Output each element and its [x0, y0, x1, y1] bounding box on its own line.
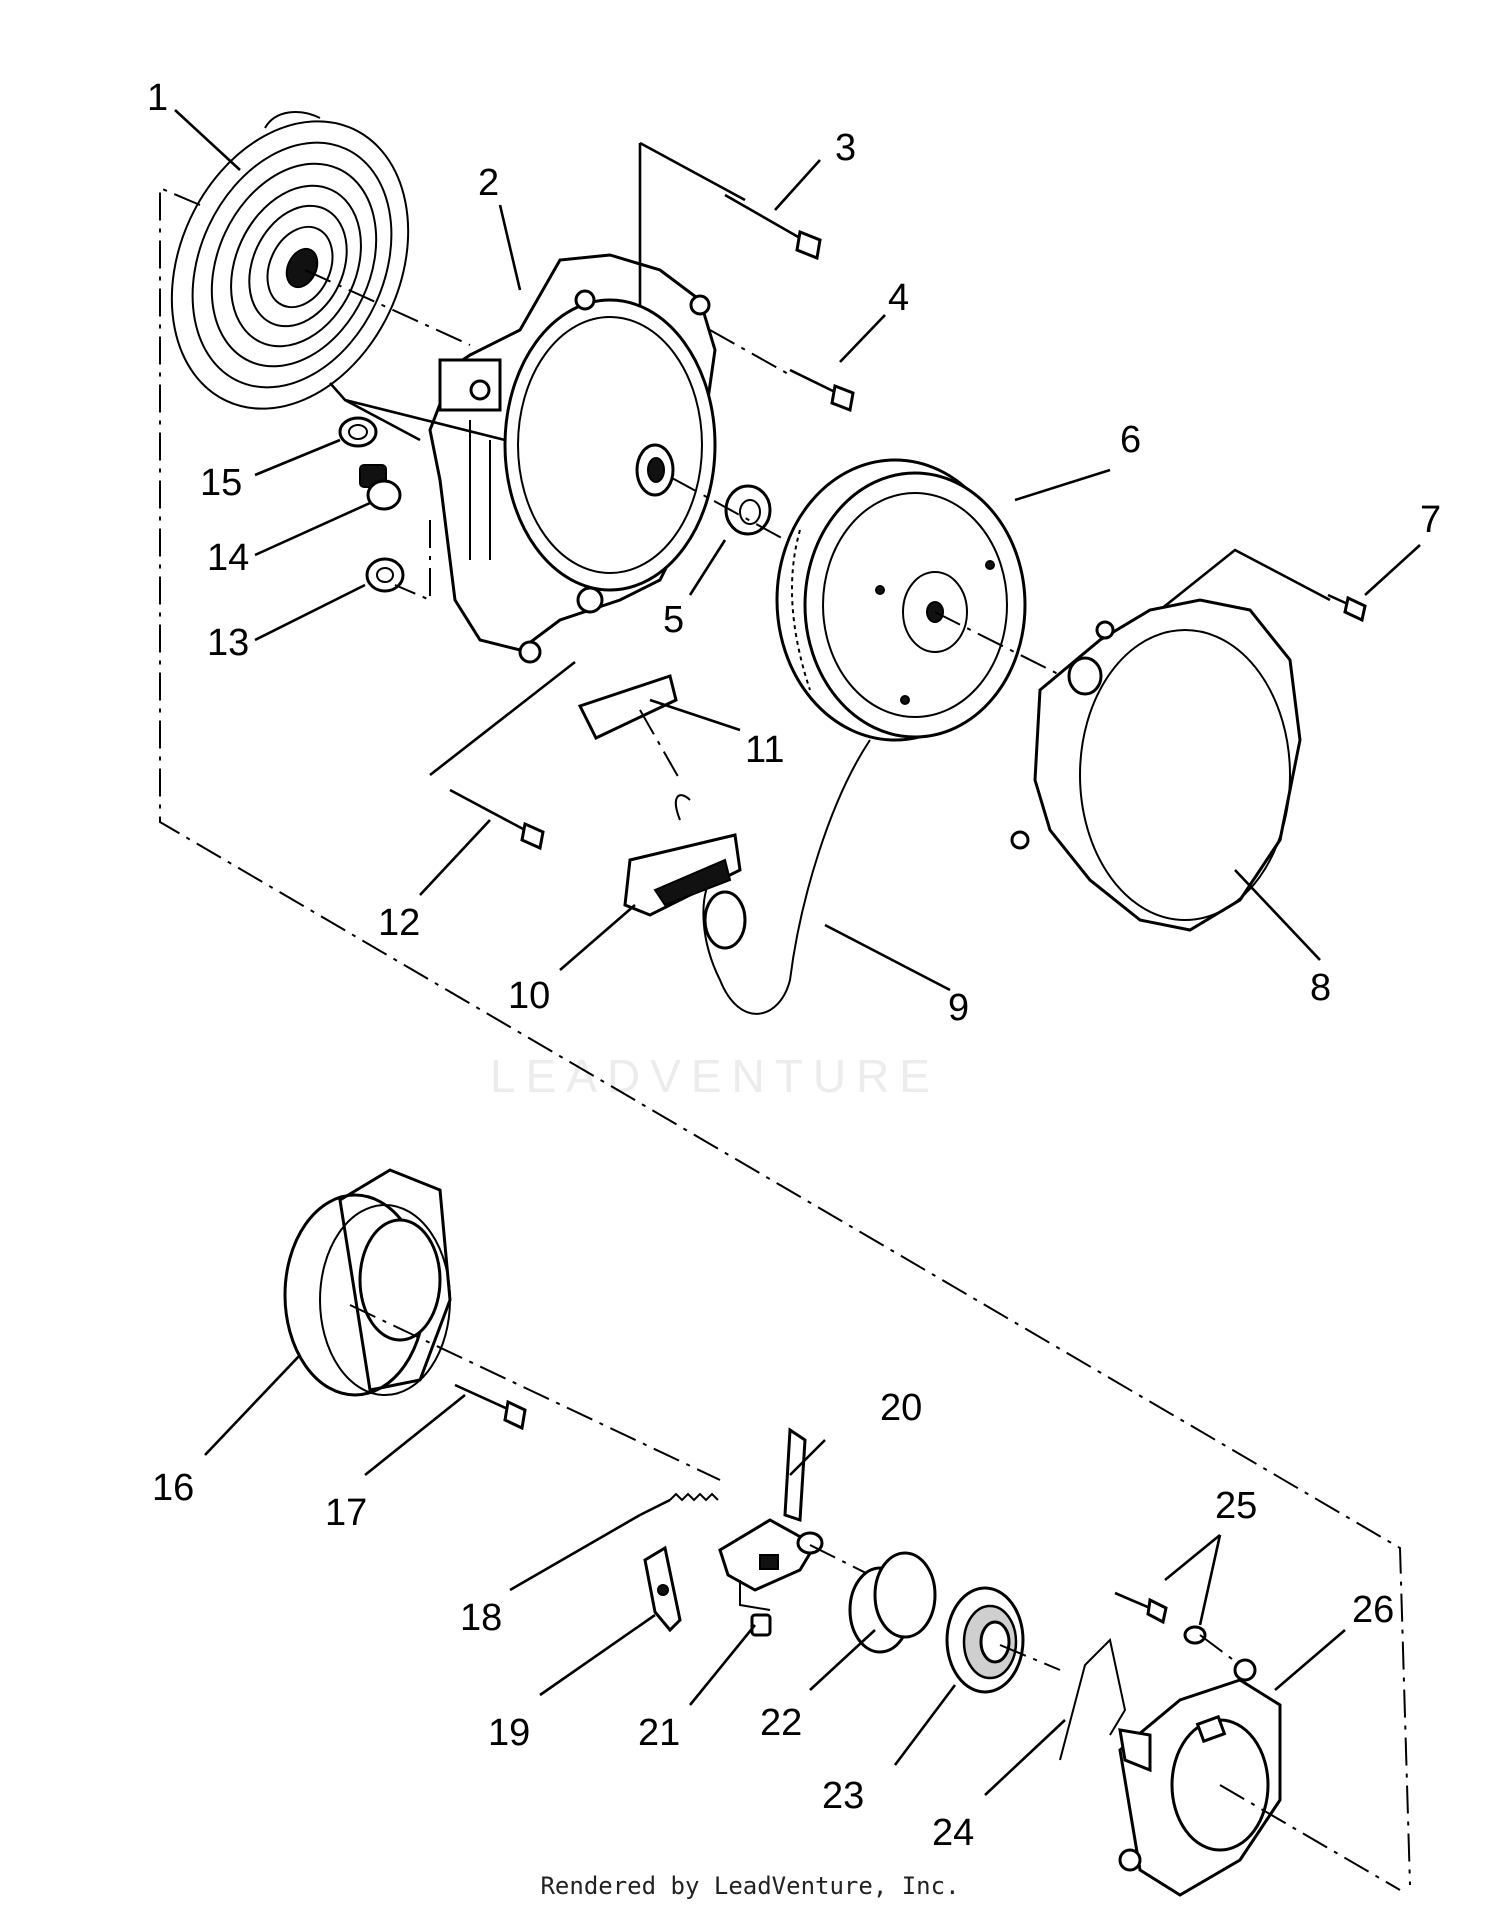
wire-spring-part-24 — [1059, 1637, 1127, 1761]
bolt-part-12 — [449, 788, 545, 851]
bolt-part-17 — [454, 1383, 527, 1431]
callout-12: 12 — [378, 902, 420, 944]
callout-23: 23 — [822, 1775, 864, 1817]
callout-26: 26 — [1352, 1589, 1394, 1631]
watermark-text: LEADVENTURE — [490, 1050, 940, 1102]
bushing-part-5 — [724, 484, 772, 536]
screw-part-25 — [1114, 1591, 1207, 1645]
screw-part-7 — [1327, 593, 1367, 623]
spring-part-18 — [639, 1492, 719, 1517]
footer-credit: Rendered by LeadVenture, Inc. — [540, 1872, 960, 1900]
starter-housing-part — [428, 253, 717, 664]
washer-part-15 — [338, 416, 378, 448]
pin-part-21 — [750, 1613, 772, 1637]
callout-10: 10 — [508, 975, 550, 1017]
callout-20: 20 — [880, 1387, 922, 1429]
bolt-part-4 — [789, 368, 855, 413]
cup-part-16 — [283, 1168, 452, 1397]
cover-part-8 — [1010, 598, 1302, 932]
callout-25: 25 — [1215, 1485, 1257, 1527]
callout-4: 4 — [888, 277, 909, 319]
callout-2: 2 — [478, 162, 499, 204]
callout-21: 21 — [638, 1712, 680, 1754]
recoil-spring-part — [170, 111, 410, 410]
handle-part-10 — [623, 794, 747, 950]
callout-3: 3 — [835, 127, 856, 169]
callout-17: 17 — [325, 1492, 367, 1534]
callout-16: 16 — [152, 1467, 194, 1509]
callout-8: 8 — [1310, 967, 1331, 1009]
plate-part-26 — [1118, 1658, 1282, 1897]
callout-7: 7 — [1420, 499, 1441, 541]
rope-part-9 — [702, 739, 871, 1015]
callout-13: 13 — [207, 622, 249, 664]
callout-19: 19 — [488, 1712, 530, 1754]
bearing-part-23 — [945, 1586, 1025, 1694]
pulley-part-6 — [775, 458, 1027, 742]
bolt-part-3 — [724, 193, 822, 261]
callout-leaders — [174, 109, 1421, 1796]
callout-9: 9 — [948, 987, 969, 1029]
callout-18: 18 — [460, 1597, 502, 1639]
bracket-part-20 — [718, 1427, 824, 1592]
callout-22: 22 — [760, 1702, 802, 1744]
callout-labels: 1 2 3 4 5 6 7 8 9 10 11 12 13 14 15 16 1… — [147, 77, 1441, 1854]
callout-11: 11 — [745, 729, 784, 771]
callout-15: 15 — [200, 462, 242, 504]
bushing-part-13 — [365, 557, 405, 593]
nut-part-14 — [359, 464, 402, 511]
callout-14: 14 — [207, 537, 249, 579]
callout-5: 5 — [663, 599, 684, 641]
assembly-outline — [159, 186, 1411, 1886]
callout-24: 24 — [932, 1812, 974, 1854]
callout-1: 1 — [147, 77, 168, 119]
pawl-part-19 — [643, 1545, 682, 1633]
sleeve-part-22 — [848, 1551, 937, 1654]
handle-insert-part-11 — [577, 674, 678, 740]
callout-6: 6 — [1120, 419, 1141, 461]
